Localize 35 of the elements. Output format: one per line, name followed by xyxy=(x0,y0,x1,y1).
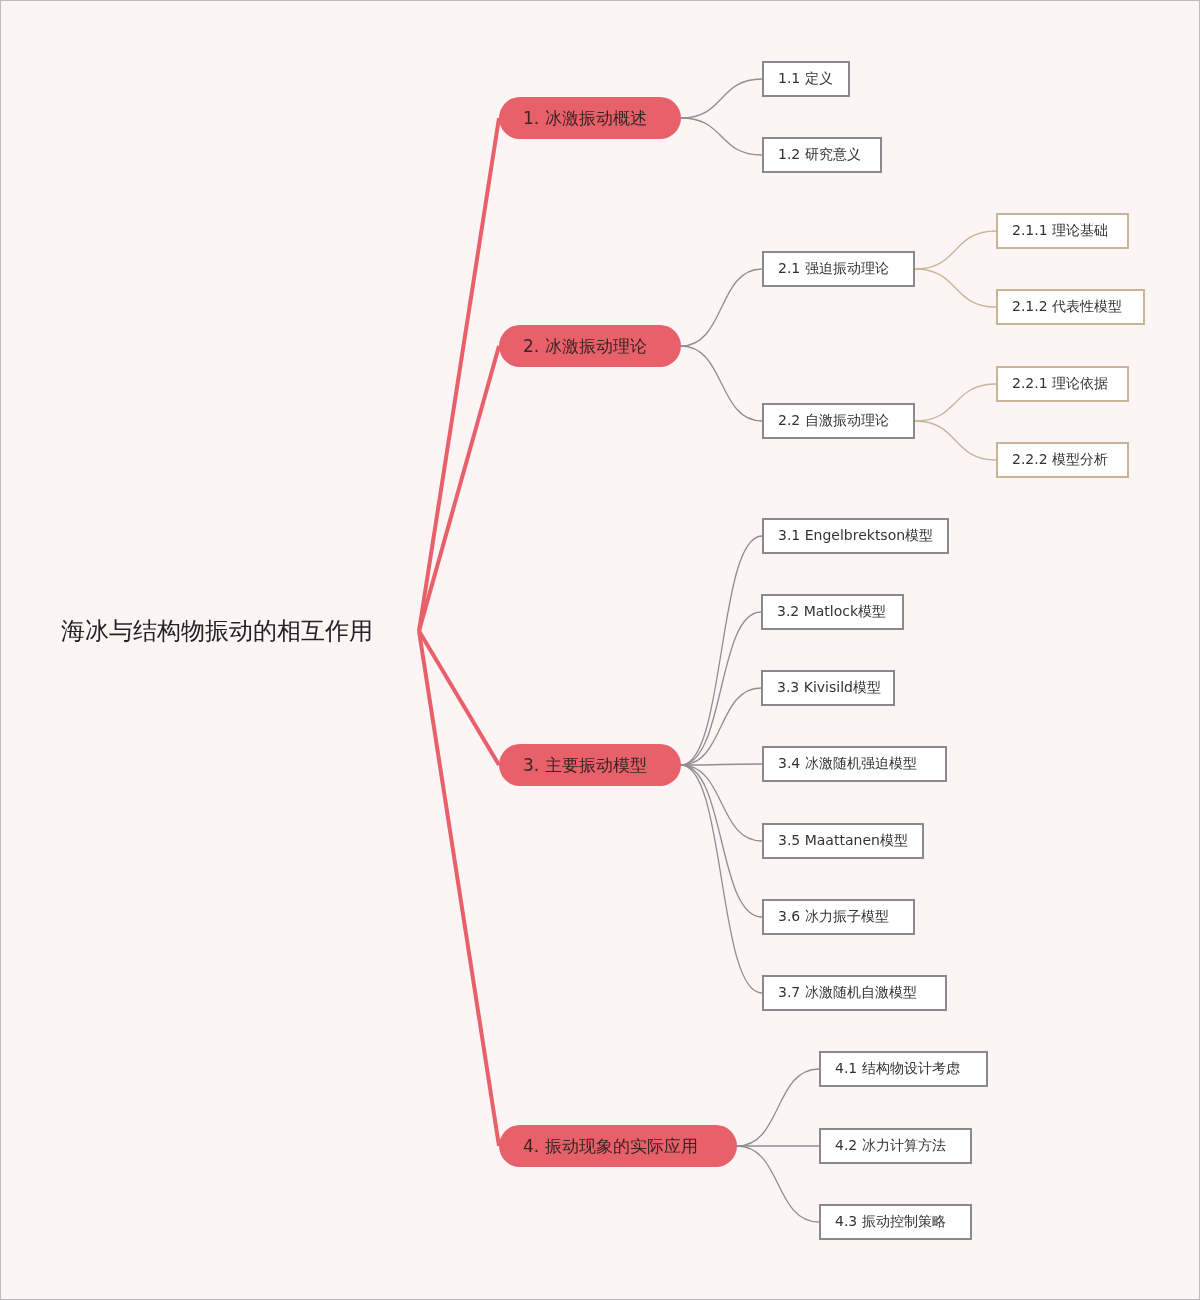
connector-line xyxy=(736,1145,820,1147)
central-topic-text: 海冰与结构物振动的相互作用 xyxy=(61,613,417,649)
subtopic-box: 3.6 冰力振子模型 xyxy=(762,899,915,935)
subtopic-box: 3.7 冰激随机自激模型 xyxy=(762,975,947,1011)
connector-line xyxy=(680,345,763,422)
connector-line xyxy=(417,630,501,1147)
subtopic-box: 1.2 研究意义 xyxy=(762,137,882,173)
connector-line xyxy=(680,764,763,994)
subtopic-box: 4.3 振动控制策略 xyxy=(819,1204,972,1240)
subtopic-box: 1.1 定义 xyxy=(762,61,850,97)
topic-pill: 1. 冰激振动概述 xyxy=(499,97,681,139)
connector-line xyxy=(680,117,763,156)
subtopic-box: 3.3 Kivisild模型 xyxy=(761,670,895,706)
topic-pill: 3. 主要振动模型 xyxy=(499,744,681,786)
subtopic-box: 2.1 强迫振动理论 xyxy=(762,251,915,287)
subtopic-box: 2.1.1 理论基础 xyxy=(996,213,1129,249)
topic-pill: 4. 振动现象的实际应用 xyxy=(499,1125,737,1167)
connector-line xyxy=(680,268,763,347)
subtopic-box: 2.2.2 模型分析 xyxy=(996,442,1129,478)
connector-line xyxy=(914,268,997,308)
subtopic-box: 3.4 冰激随机强迫模型 xyxy=(762,746,947,782)
subtopic-box: 4.1 结构物设计考虑 xyxy=(819,1051,988,1087)
connector-line xyxy=(417,629,501,767)
subtopic-box: 4.2 冰力计算方法 xyxy=(819,1128,972,1164)
subtopic-box: 2.1.2 代表性模型 xyxy=(996,289,1145,325)
connector-line xyxy=(417,345,501,632)
subtopic-box: 2.2 自激振动理论 xyxy=(762,403,915,439)
connector-line xyxy=(914,420,997,461)
subtopic-box: 3.2 Matlock模型 xyxy=(761,594,904,630)
connector-line xyxy=(417,117,501,632)
subtopic-box: 3.5 Maattanen模型 xyxy=(762,823,924,859)
connector-line xyxy=(736,1145,820,1223)
topic-pill: 2. 冰激振动理论 xyxy=(499,325,681,367)
subtopic-box: 3.1 Engelbrektson模型 xyxy=(762,518,949,554)
subtopic-box: 2.2.1 理论依据 xyxy=(996,366,1129,402)
